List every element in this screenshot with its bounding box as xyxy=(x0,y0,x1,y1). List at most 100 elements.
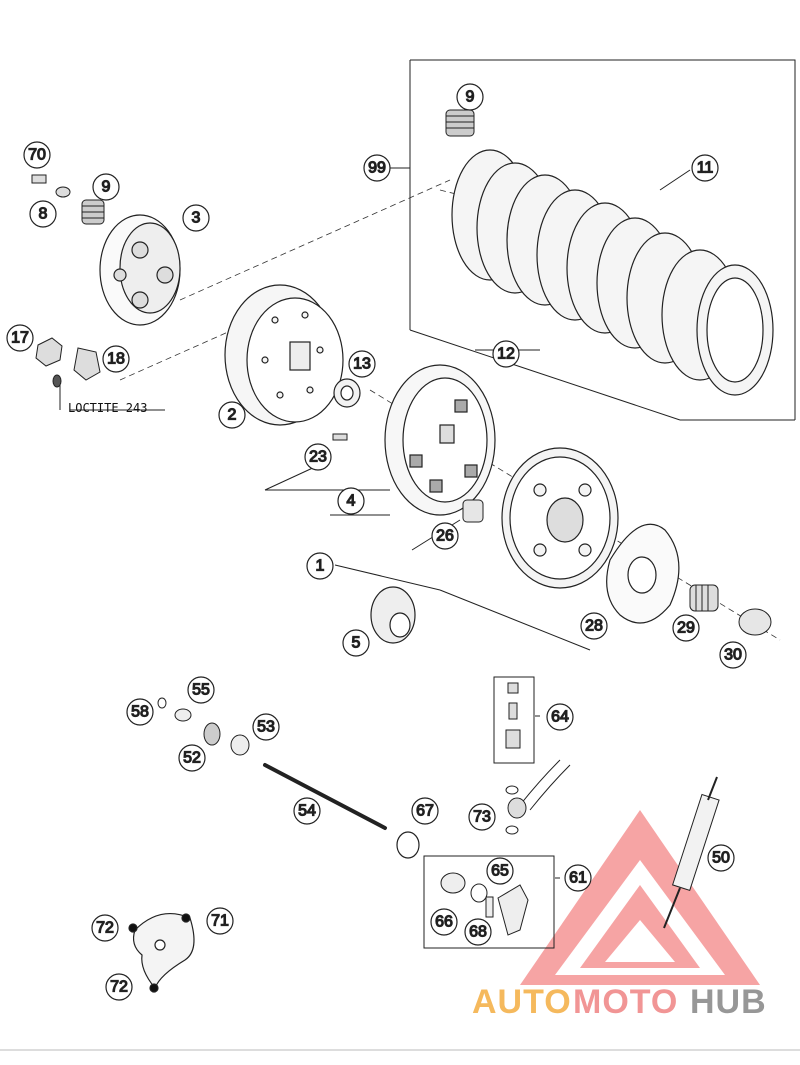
svg-text:67: 67 xyxy=(416,803,434,820)
callout-5: 5 xyxy=(342,629,370,657)
svg-text:65: 65 xyxy=(491,863,509,880)
svg-text:72: 72 xyxy=(96,920,114,937)
callout-73: 73 xyxy=(468,803,496,831)
callout-52: 52 xyxy=(178,744,206,772)
callout-3: 3 xyxy=(182,204,210,232)
svg-text:61: 61 xyxy=(569,870,587,887)
callout-72-bottom: 72 xyxy=(105,973,133,1001)
bolt-part xyxy=(332,433,348,441)
bolt-part xyxy=(31,174,71,198)
callouts: 70 8 9 3 17 18 2 13 23 4 1 26 5 28 29 30… xyxy=(6,83,747,1001)
svg-text:23: 23 xyxy=(309,449,327,466)
svg-text:2: 2 xyxy=(228,407,237,424)
callout-64: 64 xyxy=(546,703,574,731)
svg-text:29: 29 xyxy=(677,620,695,637)
washer-part xyxy=(333,378,361,408)
callout-28: 28 xyxy=(580,612,608,640)
svg-text:5: 5 xyxy=(352,635,361,652)
callout-1: 1 xyxy=(306,552,334,580)
pressure-plate-part xyxy=(99,214,181,326)
svg-text:18: 18 xyxy=(107,351,125,368)
callout-17: 17 xyxy=(6,324,34,352)
callout-11: 11 xyxy=(691,154,719,182)
callout-9-top: 9 xyxy=(456,83,484,111)
small-gear-part xyxy=(370,586,416,644)
nut-part xyxy=(35,337,101,388)
svg-text:66: 66 xyxy=(435,914,453,931)
svg-text:8: 8 xyxy=(39,206,48,223)
clutch-basket-part xyxy=(384,364,496,516)
callout-26: 26 xyxy=(431,522,459,550)
svg-text:9: 9 xyxy=(466,89,475,106)
svg-text:AUTO: AUTO xyxy=(472,983,572,1021)
callout-99: 99 xyxy=(363,154,391,182)
svg-text:53: 53 xyxy=(257,719,275,736)
callout-68: 68 xyxy=(464,918,492,946)
callout-71: 71 xyxy=(206,907,234,935)
hose-part xyxy=(505,759,571,835)
callout-67: 67 xyxy=(411,797,439,825)
spring-part xyxy=(81,109,475,225)
callout-72: 72 xyxy=(91,914,119,942)
svg-text:17: 17 xyxy=(11,330,29,347)
svg-text:4: 4 xyxy=(347,493,356,510)
svg-text:HUB: HUB xyxy=(690,983,767,1021)
callout-13: 13 xyxy=(348,350,376,378)
callout-55: 55 xyxy=(187,676,215,704)
bleeder-valve-group xyxy=(493,676,535,764)
clutch-plates-stack xyxy=(451,149,774,396)
clutch-hub-part xyxy=(224,284,344,426)
callout-66: 66 xyxy=(430,908,458,936)
leader-lines xyxy=(59,169,691,879)
callout-70: 70 xyxy=(23,141,51,169)
svg-text:71: 71 xyxy=(211,913,229,930)
svg-text:52: 52 xyxy=(183,750,201,767)
push-rod-part xyxy=(263,763,387,830)
primary-gear-part xyxy=(501,447,619,589)
watermark-logo xyxy=(520,810,760,985)
callout-30: 30 xyxy=(719,641,747,669)
svg-text:55: 55 xyxy=(192,682,210,699)
svg-text:73: 73 xyxy=(473,809,491,826)
loctite-label: LOCTITE 243 xyxy=(68,401,147,415)
slave-cylinder-group xyxy=(423,855,555,949)
o-ring-part xyxy=(396,831,420,859)
callout-65: 65 xyxy=(486,857,514,885)
callout-23: 23 xyxy=(304,443,332,471)
callout-54: 54 xyxy=(293,797,321,825)
bearing-part xyxy=(689,584,772,636)
svg-text:99: 99 xyxy=(368,160,386,177)
watermark-text: AUTO MOTO HUB xyxy=(472,983,767,1021)
damper-plate-part xyxy=(606,523,680,624)
callout-50: 50 xyxy=(707,844,735,872)
svg-text:11: 11 xyxy=(697,160,714,177)
svg-text:68: 68 xyxy=(469,924,487,941)
svg-text:64: 64 xyxy=(551,709,569,726)
svg-text:72: 72 xyxy=(110,979,128,996)
callout-18: 18 xyxy=(102,345,130,373)
callout-2: 2 xyxy=(218,401,246,429)
bushing-part xyxy=(462,499,484,523)
svg-text:50: 50 xyxy=(712,850,730,867)
callout-12: 12 xyxy=(492,340,520,368)
syringe-tool-part xyxy=(663,776,720,929)
callout-4: 4 xyxy=(337,487,365,515)
cover-part xyxy=(128,912,195,993)
washer-part xyxy=(157,697,250,756)
svg-text:3: 3 xyxy=(192,210,201,227)
callout-61: 61 xyxy=(564,864,592,892)
svg-text:1: 1 xyxy=(316,558,325,575)
svg-text:28: 28 xyxy=(585,618,603,635)
svg-text:13: 13 xyxy=(353,356,371,373)
callout-29: 29 xyxy=(672,614,700,642)
svg-text:30: 30 xyxy=(724,647,742,664)
svg-text:12: 12 xyxy=(497,346,515,363)
clutch-kit-box xyxy=(390,59,796,421)
callout-58: 58 xyxy=(126,698,154,726)
svg-text:9: 9 xyxy=(102,179,111,196)
callout-9: 9 xyxy=(92,173,120,201)
callout-53: 53 xyxy=(252,713,280,741)
svg-text:70: 70 xyxy=(28,147,46,164)
